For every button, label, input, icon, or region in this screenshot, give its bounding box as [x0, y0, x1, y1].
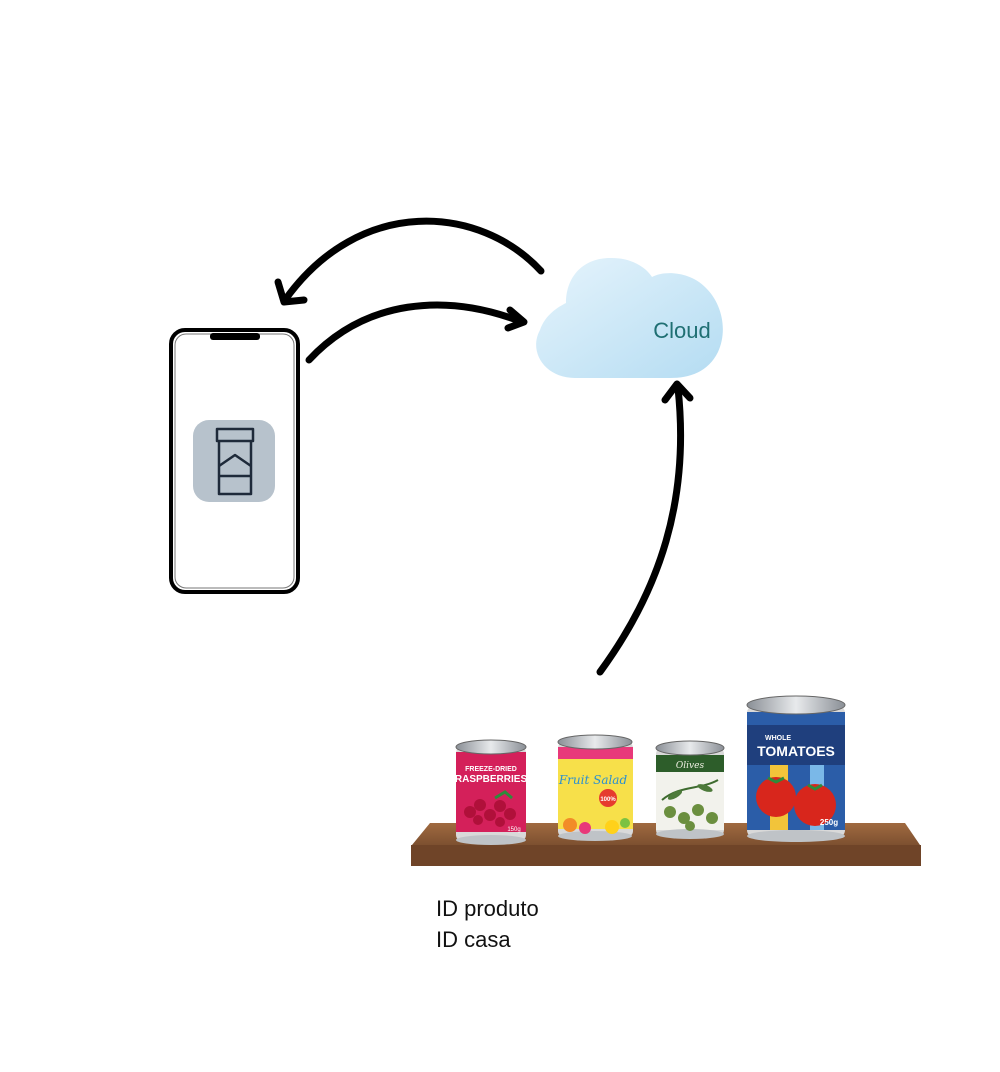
raspberries-top-label: FREEZE-DRIED	[465, 766, 517, 773]
cloud-shape	[536, 257, 723, 378]
smartphone	[169, 328, 300, 594]
raspberries-name: RASPBERRIES	[455, 774, 528, 785]
tomatoes-weight: 250g	[820, 818, 838, 827]
arrows	[274, 217, 694, 676]
cloud-label: Cloud	[653, 318, 710, 343]
caption-house-id: ID casa	[436, 927, 511, 952]
arrow-phone-to-cloud	[305, 301, 526, 364]
tomatoes-top-label: WHOLE	[765, 735, 791, 742]
fruit-salad-name: Fruit Salad	[558, 773, 628, 787]
arrow-shelf-to-cloud-head	[661, 380, 694, 404]
caption: ID produto ID casa	[436, 893, 539, 955]
food-can-app-icon[interactable]	[193, 420, 275, 502]
fruit-salad-can-icon: Fruit Salad 100%	[557, 734, 633, 841]
fruit-salad-badge: 100%	[600, 797, 616, 803]
tomatoes-can-icon: WHOLE TOMATOES 250g	[746, 695, 846, 842]
olives-can-icon: Olives	[655, 740, 725, 839]
arrow-shelf-to-cloud	[596, 384, 685, 676]
cloud: Cloud	[536, 257, 723, 378]
arrow-phone-to-cloud-head	[504, 306, 528, 332]
arrow-cloud-to-phone-head	[274, 278, 308, 306]
raspberries-can-icon: FREEZE-DRIED RASPBERRIES 150g	[455, 739, 528, 845]
olives-name: Olives	[676, 761, 705, 771]
tomatoes-name: TOMATOES	[757, 743, 835, 759]
caption-product-id: ID produto	[436, 896, 539, 921]
raspberries-weight: 150g	[507, 827, 520, 833]
shelf-front	[411, 845, 921, 866]
arrow-cloud-to-phone	[281, 217, 545, 304]
phone-notch	[210, 333, 260, 340]
